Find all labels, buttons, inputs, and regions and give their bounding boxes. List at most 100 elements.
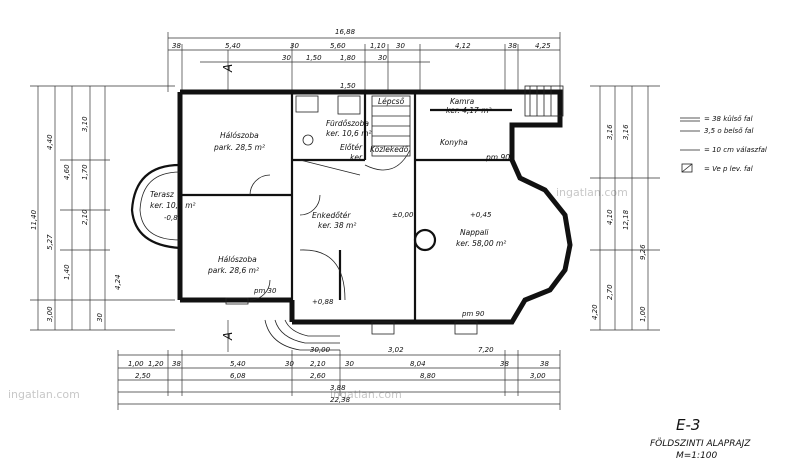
room-name-bathroom: Fürdőszoba [326, 119, 369, 128]
dim-left-c2-3: 4,24 [114, 274, 122, 290]
dim-right-c2-1: 3,16 [622, 124, 630, 140]
room-name-entry: Enkedőtér [312, 211, 351, 220]
dim-bot-r1-6: 30 [345, 360, 354, 368]
bottom-dimensions: 1,00 1,20 38 5,40 30 2,10 30 8,04 38 38 … [117, 346, 561, 410]
room-detail-pantry: ker. 4,17 m² [446, 106, 492, 115]
legend-item-3: = Ve p lev. fal [704, 165, 753, 173]
dim-bot-r1-4: 30 [285, 360, 294, 368]
dim-left-c2-4: 30 [96, 313, 104, 322]
dim-left-c1-2: 4,60 [63, 164, 71, 180]
level-mark-1: +0,45 [470, 211, 492, 219]
room-detail-bedroom-1: park. 28,5 m² [213, 143, 265, 152]
dim-left-c2-1: 1,70 [81, 164, 89, 180]
level-mark-2: -0,88 [164, 214, 183, 222]
dim-top-1: 5,40 [225, 42, 241, 50]
dim-top-sub-4: 1,50 [340, 82, 356, 90]
room-detail-living: ker. 58,00 m² [456, 239, 506, 248]
watermark-right: ingatlan.com [556, 186, 628, 199]
legend: = 38 külső fal 3,5 o belső fal = 10 cm v… [680, 114, 767, 173]
dim-right-c1-3: 4,20 [591, 304, 599, 320]
room-detail-kitchen: pm 90 [485, 153, 510, 162]
dim-top-5: 30 [396, 42, 405, 50]
room-name-stairs: Lépcső [378, 97, 405, 106]
section-mark-bottom: A [221, 332, 235, 341]
sheet-code: E-3 [676, 416, 700, 434]
dim-top-7: 38 [508, 42, 517, 50]
section-marks: A A [221, 50, 235, 352]
dim-right-c1-2: 2,70 [606, 284, 614, 300]
dim-bot-r1-5: 2,10 [310, 360, 326, 368]
dim-bot-r2-3: 8,80 [420, 372, 436, 380]
dim-top-overall: 16,88 [335, 28, 356, 36]
right-dimensions: 3,16 4,10 2,70 12,18 3,16 9,26 1,00 4,20 [590, 85, 660, 331]
level-mark-0: ±0,00 [392, 211, 414, 219]
title-block: E-3 FÖLDSZINTI ALAPRAJZ M=1:100 [650, 416, 751, 461]
dim-left-c1-0: 4,40 [46, 134, 54, 150]
room-name-corridor: Közlekedő [370, 145, 409, 154]
dim-top-sub-1: 1,50 [306, 54, 322, 62]
dim-right-c2-0: 12,18 [622, 209, 630, 230]
room-detail-bathroom: ker. 10,6 m² [326, 129, 372, 138]
dim-right-c2-2: 9,26 [639, 244, 647, 260]
dim-left-c2-2: 2,10 [81, 209, 89, 225]
drawing-scale: M=1:100 [676, 451, 718, 461]
room-detail-bedroom-2: park. 28,6 m² [207, 266, 259, 275]
room-name-kitchen: Konyha [440, 138, 468, 147]
dim-top-2: 30 [290, 42, 299, 50]
dim-right-c2-3: 1,00 [639, 306, 647, 322]
dim-bot-r1-2: 38 [172, 360, 181, 368]
dim-bot-overall: 22,38 [330, 396, 351, 404]
dim-bot-sub-2: 7,20 [478, 346, 494, 354]
dim-bot-r1-0: 1,00 [128, 360, 144, 368]
dim-bot-r1-3: 5,40 [230, 360, 246, 368]
dim-left-c1-4: 3,00 [46, 306, 54, 322]
walls [130, 85, 573, 351]
left-dimensions: 11,40 4,40 5,27 4,60 1,40 3,00 3,10 1,70… [30, 85, 175, 331]
room-detail-terrace: ker. 10,6 m² [150, 201, 196, 210]
room-name-living: Nappali [460, 228, 489, 237]
dim-left-overall: 11,40 [30, 209, 38, 230]
dim-left-c1-1: 5,27 [46, 234, 54, 250]
drawing-title: FÖLDSZINTI ALAPRAJZ [650, 438, 751, 449]
legend-item-2: = 10 cm válaszfal [704, 146, 767, 154]
level-mark-4: pm 30 [253, 287, 277, 295]
legend-item-1: 3,5 o belső fal [704, 126, 753, 135]
dim-top-4: 1,10 [370, 42, 386, 50]
dim-bot-r2-2: 2,60 [310, 372, 326, 380]
dim-top-sub-0: 30 [282, 54, 291, 62]
dim-bot-r1-9: 38 [540, 360, 549, 368]
dim-bot-r1-8: 38 [500, 360, 509, 368]
watermark-left: ingatlan.com [8, 388, 80, 401]
dim-left-c2-0: 3,10 [81, 116, 89, 132]
dim-right-c1-0: 3,16 [606, 124, 614, 140]
dim-top-8: 4,25 [535, 42, 551, 50]
dim-left-c1-3: 1,40 [63, 264, 71, 280]
section-mark-top: A [221, 64, 235, 73]
level-mark-5: pm 90 [461, 310, 485, 318]
dim-top-6: 4,12 [455, 42, 471, 50]
dim-bot-r2-4: 3,00 [530, 372, 546, 380]
room-name-hall: Előtér [340, 143, 363, 152]
room-name-bedroom-1: Hálószoba [220, 131, 259, 140]
room-detail-entry: ker. 38 m² [318, 221, 356, 230]
room-detail-hall: ker. [350, 153, 364, 162]
legend-item-0: = 38 külső fal [704, 114, 753, 123]
level-mark-3: +0,88 [312, 298, 334, 306]
top-dimensions: 16,88 38 5,40 30 5,60 1,10 30 4,12 38 4,… [167, 28, 561, 92]
dim-bot-r3-0: 3,88 [330, 384, 346, 392]
dim-bot-r2-0: 2,50 [135, 372, 151, 380]
dim-top-sub-3: 30 [378, 54, 387, 62]
dim-bot-r2-1: 6,08 [230, 372, 246, 380]
dim-bot-r1-7: 8,04 [410, 360, 426, 368]
dim-right-c1-1: 4,10 [606, 209, 614, 225]
room-labels: Hálószoba park. 28,5 m² Hálószoba park. … [150, 97, 510, 318]
room-name-terrace: Terasz [150, 190, 175, 199]
dim-top-sub-2: 1,80 [340, 54, 356, 62]
dim-bot-sub-1: 3,02 [388, 346, 404, 354]
room-name-bedroom-2: Hálószoba [218, 255, 257, 264]
watermark-mid: ingatlan.com [330, 388, 402, 401]
dim-top-0: 38 [172, 42, 181, 50]
room-name-pantry: Kamra [450, 97, 475, 106]
watermarks: ingatlan.com ingatlan.com ingatlan.com [8, 186, 628, 401]
